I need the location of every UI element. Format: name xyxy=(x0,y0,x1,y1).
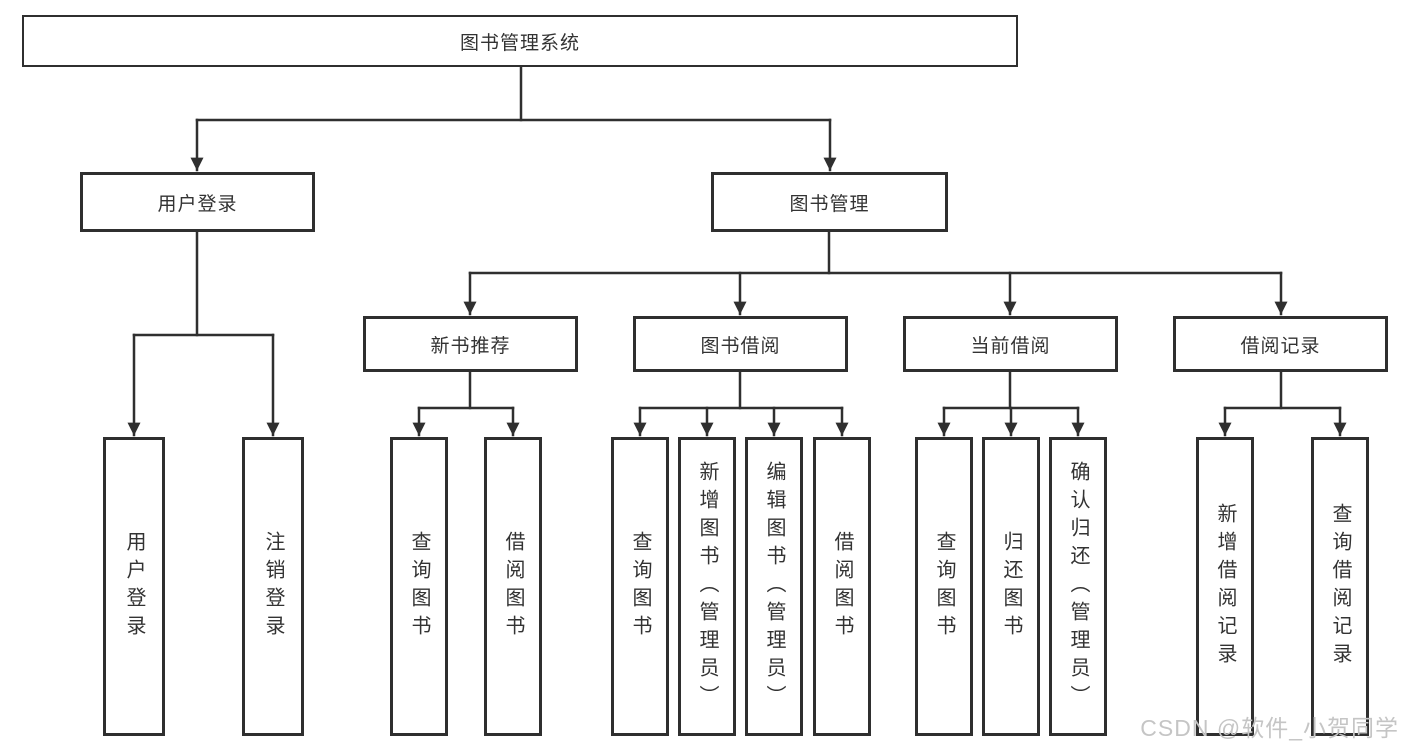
node-label: 查询图书 xyxy=(408,530,430,643)
csdn-watermark: CSDN @软件_小贺同学 xyxy=(1140,715,1399,741)
node-label: 查询图书 xyxy=(933,530,955,643)
node-label: 新增图书（管理员） xyxy=(696,460,718,713)
leaf-confirm-return-admin: 确认归还（管理员） xyxy=(1049,437,1107,736)
node-root-book-management-system: 图书管理系统 xyxy=(22,15,1018,67)
node-label: 注销登录 xyxy=(262,530,284,643)
node-label: 确认归还（管理员） xyxy=(1067,460,1089,713)
leaf-query-books-borrowing: 查询图书 xyxy=(611,437,669,736)
node-label: 归还图书 xyxy=(1000,530,1022,643)
node-label: 用户登录 xyxy=(123,530,145,643)
leaf-query-borrow-record: 查询借阅记录 xyxy=(1311,437,1369,736)
node-label: 当前借阅 xyxy=(970,335,1051,357)
node-label: 查询图书 xyxy=(629,530,651,643)
leaf-add-borrow-record: 新增借阅记录 xyxy=(1196,437,1254,736)
leaf-user-login: 用户登录 xyxy=(103,437,165,736)
leaf-logout: 注销登录 xyxy=(242,437,304,736)
node-label: 新书推荐 xyxy=(430,335,511,357)
leaf-return-books: 归还图书 xyxy=(982,437,1040,736)
node-label: 用户登录 xyxy=(157,193,238,215)
node-label: 图书管理 xyxy=(789,193,870,215)
node-current-borrowing: 当前借阅 xyxy=(903,316,1118,372)
node-new-book-recommend: 新书推荐 xyxy=(363,316,578,372)
node-book-management: 图书管理 xyxy=(711,172,948,232)
node-label: 借阅图书 xyxy=(831,530,853,643)
node-label: 图书管理系统 xyxy=(459,32,580,54)
node-user-login: 用户登录 xyxy=(80,172,315,232)
leaf-edit-book-admin: 编辑图书（管理员） xyxy=(745,437,803,736)
node-label: 借阅记录 xyxy=(1240,335,1321,357)
leaf-query-books-current: 查询图书 xyxy=(915,437,973,736)
node-label: 编辑图书（管理员） xyxy=(763,460,785,713)
leaf-add-book-admin: 新增图书（管理员） xyxy=(678,437,736,736)
leaf-query-books-recommend: 查询图书 xyxy=(390,437,448,736)
node-borrowing-records: 借阅记录 xyxy=(1173,316,1388,372)
node-label: 借阅图书 xyxy=(502,530,524,643)
node-book-borrowing: 图书借阅 xyxy=(633,316,848,372)
leaf-borrow-books-recommend: 借阅图书 xyxy=(484,437,542,736)
node-label: 图书借阅 xyxy=(700,335,781,357)
node-label: 新增借阅记录 xyxy=(1214,502,1236,671)
node-label: 查询借阅记录 xyxy=(1329,502,1351,671)
leaf-borrow-books: 借阅图书 xyxy=(813,437,871,736)
